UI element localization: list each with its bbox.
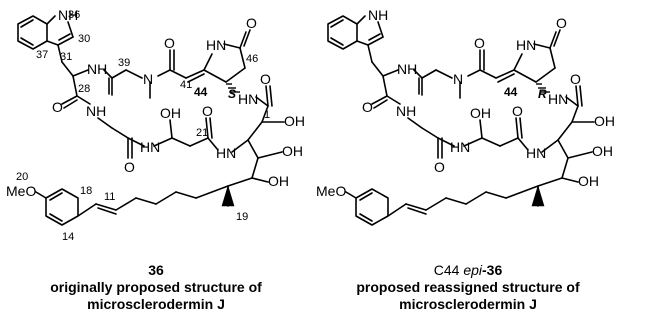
svg-text:NH: NH: [87, 61, 107, 77]
svg-text:20: 20: [16, 171, 28, 183]
svg-text:N: N: [143, 71, 153, 87]
svg-text:21: 21: [196, 127, 208, 139]
svg-text:37: 37: [36, 49, 48, 61]
svg-text:O: O: [246, 15, 257, 31]
svg-text:O: O: [362, 99, 373, 115]
svg-text:NH: NH: [86, 103, 106, 119]
svg-text:OH: OH: [282, 143, 303, 159]
svg-text:HN: HN: [140, 139, 160, 155]
caption-line1: originally proposed structure of: [50, 279, 262, 295]
caption-line1: proposed reassigned structure of: [356, 279, 580, 295]
svg-text:11: 11: [104, 191, 115, 203]
svg-text:R: R: [538, 87, 547, 101]
svg-text:1: 1: [264, 109, 270, 121]
svg-text:O: O: [202, 103, 213, 119]
svg-text:31: 31: [60, 51, 72, 63]
svg-text:S: S: [228, 87, 236, 101]
svg-text:HN: HN: [450, 139, 470, 155]
caption-line2: microsclerodermin J: [399, 296, 537, 312]
svg-text:OH: OH: [284, 113, 305, 129]
svg-text:O: O: [434, 159, 445, 175]
svg-text:NH: NH: [368, 7, 388, 23]
svg-text:OH: OH: [160, 105, 181, 121]
svg-text:O: O: [260, 71, 271, 87]
svg-text:O: O: [124, 159, 135, 175]
svg-text:44: 44: [194, 85, 208, 99]
svg-text:OH: OH: [268, 173, 289, 189]
svg-text:HN: HN: [206, 37, 226, 53]
svg-text:HN: HN: [216, 145, 236, 161]
svg-text:HN: HN: [548, 91, 568, 107]
svg-text:O: O: [556, 15, 567, 31]
svg-text:OH: OH: [578, 173, 599, 189]
compound-id: C44 epi-36: [433, 262, 503, 278]
compound-id: 36: [148, 262, 164, 278]
svg-text:41: 41: [180, 79, 192, 91]
svg-text:18: 18: [80, 185, 92, 197]
svg-text:OH: OH: [594, 113, 615, 129]
svg-text:HN: HN: [238, 91, 258, 107]
svg-text:MeO: MeO: [316, 183, 346, 199]
svg-text:19: 19: [236, 211, 248, 223]
svg-text:HN: HN: [526, 145, 546, 161]
caption-line2: microsclerodermin J: [87, 296, 225, 312]
svg-text:O: O: [52, 99, 63, 115]
svg-text:HN: HN: [516, 37, 536, 53]
svg-text:36: 36: [68, 9, 80, 21]
svg-text:46: 46: [246, 53, 258, 65]
svg-text:28: 28: [78, 83, 90, 95]
caption-structure-36: 36 originally proposed structure of micr…: [6, 262, 306, 313]
svg-text:MeO: MeO: [6, 183, 36, 199]
svg-text:O: O: [570, 71, 581, 87]
svg-text:O: O: [474, 35, 485, 51]
svg-text:O: O: [164, 35, 175, 51]
svg-text:NH: NH: [397, 61, 417, 77]
svg-text:NH: NH: [396, 103, 416, 119]
svg-text:OH: OH: [592, 143, 613, 159]
svg-text:14: 14: [62, 231, 74, 243]
svg-text:N: N: [453, 71, 463, 87]
svg-text:39: 39: [118, 57, 130, 69]
svg-text:30: 30: [78, 33, 90, 45]
svg-text:O: O: [512, 103, 523, 119]
svg-text:44: 44: [504, 85, 518, 99]
caption-structure-epi36: C44 epi-36 proposed reassigned structure…: [318, 262, 618, 313]
svg-text:NH: NH: [58, 7, 78, 23]
svg-text:OH: OH: [470, 105, 491, 121]
